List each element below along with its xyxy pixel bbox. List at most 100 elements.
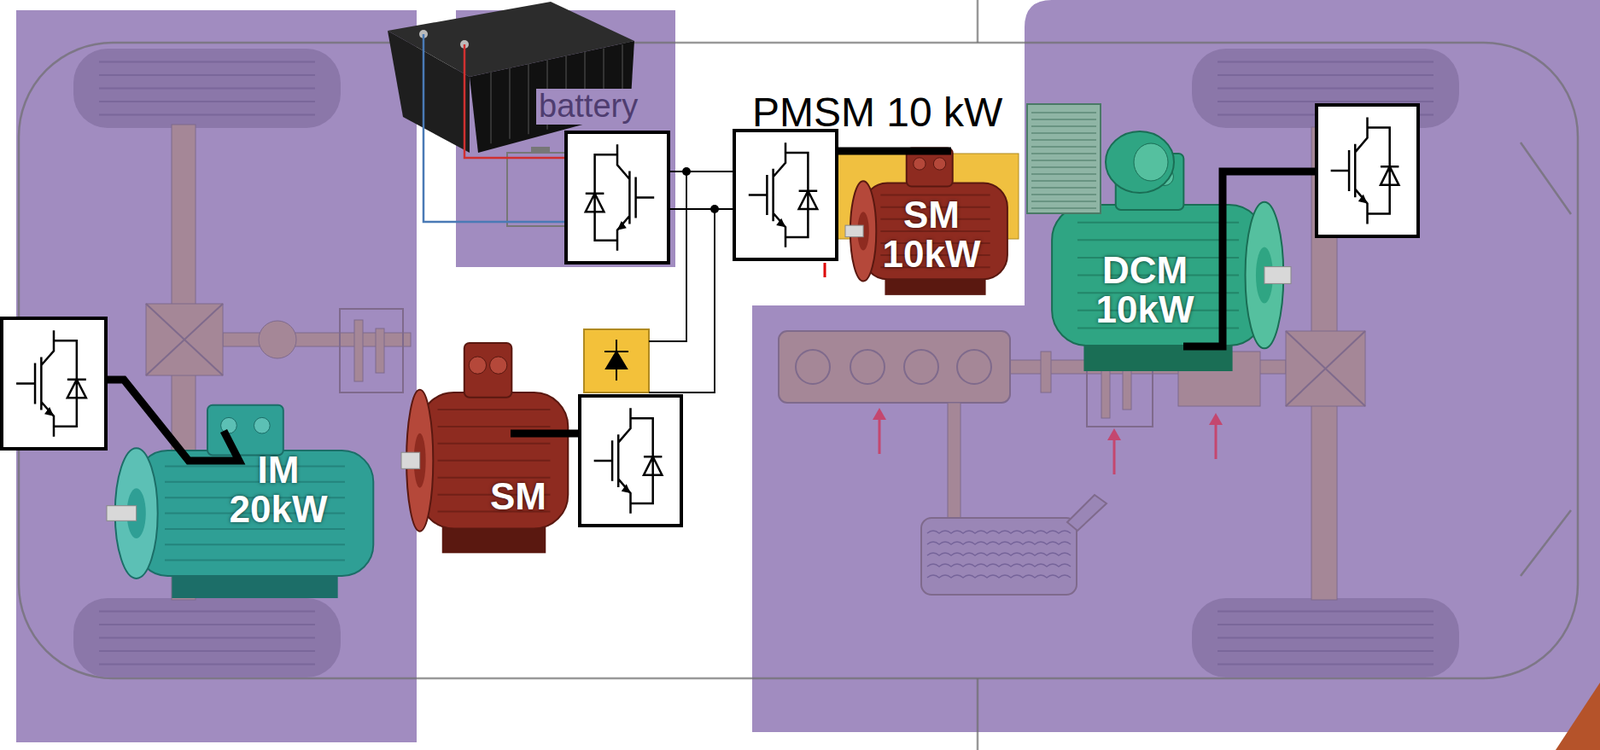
terminal-box bbox=[207, 405, 284, 456]
differential-cross bbox=[1285, 331, 1366, 407]
motor-fin bbox=[437, 408, 551, 411]
fuel-wave bbox=[927, 564, 1071, 567]
engine-cylinder bbox=[957, 350, 992, 385]
diode-symbol bbox=[604, 339, 629, 381]
car-body-line bbox=[977, 0, 1571, 750]
battery-cell-terminal bbox=[531, 146, 550, 153]
igbt-lines bbox=[1331, 116, 1400, 224]
motor-label: SM bbox=[490, 477, 547, 517]
fan-grill bbox=[1031, 207, 1097, 210]
car-outline bbox=[18, 42, 1578, 679]
motor-fin bbox=[437, 426, 551, 428]
motor-illustration bbox=[845, 148, 1008, 296]
wheel-tread bbox=[99, 87, 316, 90]
power-converter bbox=[566, 132, 669, 263]
fan-grill bbox=[1031, 193, 1097, 196]
wheel-tread bbox=[1217, 624, 1434, 626]
battery-ridge bbox=[490, 70, 492, 144]
fan-grill bbox=[1031, 152, 1097, 155]
battery-top bbox=[387, 1, 635, 77]
power-cable bbox=[510, 430, 582, 438]
fuel-wave bbox=[927, 553, 1071, 556]
igbt-symbol bbox=[748, 142, 818, 248]
wheel-tread bbox=[99, 624, 316, 626]
power-cable bbox=[836, 147, 952, 156]
igbt-lines bbox=[594, 408, 663, 514]
wheel-tread bbox=[99, 611, 316, 614]
wheel-tread bbox=[99, 637, 316, 640]
flow-arrowhead bbox=[1208, 413, 1223, 426]
battery-wire bbox=[423, 34, 567, 222]
cable-gland bbox=[468, 356, 486, 374]
differential bbox=[145, 303, 223, 376]
wheel-tread bbox=[99, 74, 316, 76]
fan-grill bbox=[1031, 166, 1097, 169]
emitter-arrow bbox=[776, 218, 786, 228]
wheel-tread bbox=[1217, 61, 1434, 64]
motor-label: DCM 10kW bbox=[1092, 251, 1198, 330]
wheel bbox=[73, 598, 341, 678]
flow-arrow bbox=[878, 416, 882, 455]
gear bbox=[258, 321, 297, 359]
motor-fin bbox=[164, 481, 345, 484]
clutch-plate bbox=[1122, 367, 1132, 410]
fan-grill bbox=[1031, 200, 1097, 203]
highlight-panel bbox=[16, 10, 417, 743]
power-converter bbox=[734, 130, 837, 260]
flow-arrowhead bbox=[1107, 428, 1122, 441]
battery-cell-symbol bbox=[507, 152, 567, 227]
fan-grill bbox=[1031, 173, 1097, 176]
flywheel bbox=[1040, 351, 1052, 393]
engine-cylinder bbox=[850, 350, 885, 385]
converter-box bbox=[1316, 105, 1419, 237]
wheel-tread bbox=[99, 650, 316, 653]
engine bbox=[778, 331, 1011, 403]
fuel-tank bbox=[921, 518, 1077, 596]
emitter-arrow bbox=[621, 484, 631, 494]
motor-body bbox=[136, 450, 374, 577]
igbt-lines bbox=[585, 144, 655, 251]
wheel bbox=[1191, 598, 1460, 678]
fuel-wave bbox=[927, 542, 1071, 545]
junction-dot bbox=[682, 167, 691, 176]
fan-grill bbox=[1031, 118, 1097, 121]
motor-node: IM 20kW bbox=[222, 447, 334, 533]
converter-box bbox=[1, 318, 106, 450]
fan-grill bbox=[1031, 145, 1097, 148]
blower bbox=[1105, 131, 1174, 193]
wheel-tread bbox=[1217, 74, 1434, 76]
differential-cross bbox=[145, 303, 223, 376]
fan-grill bbox=[1031, 139, 1097, 141]
motor-fin bbox=[437, 443, 551, 445]
motor-shaft bbox=[845, 225, 864, 238]
wheel-tread bbox=[99, 100, 316, 103]
motor-fin bbox=[437, 460, 551, 462]
motor-label: IM 20kW bbox=[226, 450, 331, 530]
motor-shaft bbox=[1264, 267, 1291, 285]
fuel-wave bbox=[927, 575, 1071, 579]
igbt-symbol bbox=[585, 144, 655, 251]
converter-box bbox=[734, 130, 837, 260]
junction-dot bbox=[710, 204, 719, 214]
differential bbox=[1285, 331, 1366, 407]
igbt-symbol bbox=[594, 408, 663, 514]
wheel-tread bbox=[1217, 611, 1434, 614]
fan-grill bbox=[1031, 186, 1097, 189]
fan-grill bbox=[1031, 111, 1097, 114]
motor-fin bbox=[1077, 239, 1239, 241]
battery-ridge bbox=[508, 67, 511, 140]
motor-fin bbox=[164, 543, 345, 546]
converter-box bbox=[566, 132, 669, 263]
motor-shaft bbox=[401, 452, 421, 469]
motor-body bbox=[420, 392, 569, 530]
motor-node: SM 10kW bbox=[875, 192, 987, 278]
motor-fin bbox=[164, 465, 345, 468]
blower-hub bbox=[1133, 143, 1168, 182]
text-label: PMSM 10 kW bbox=[749, 92, 1005, 134]
cable-gland bbox=[490, 356, 508, 374]
wheel-tread bbox=[1217, 664, 1434, 666]
motor-fin bbox=[164, 560, 345, 562]
motor-node: SM bbox=[486, 473, 550, 520]
flow-arrow bbox=[1113, 437, 1116, 475]
